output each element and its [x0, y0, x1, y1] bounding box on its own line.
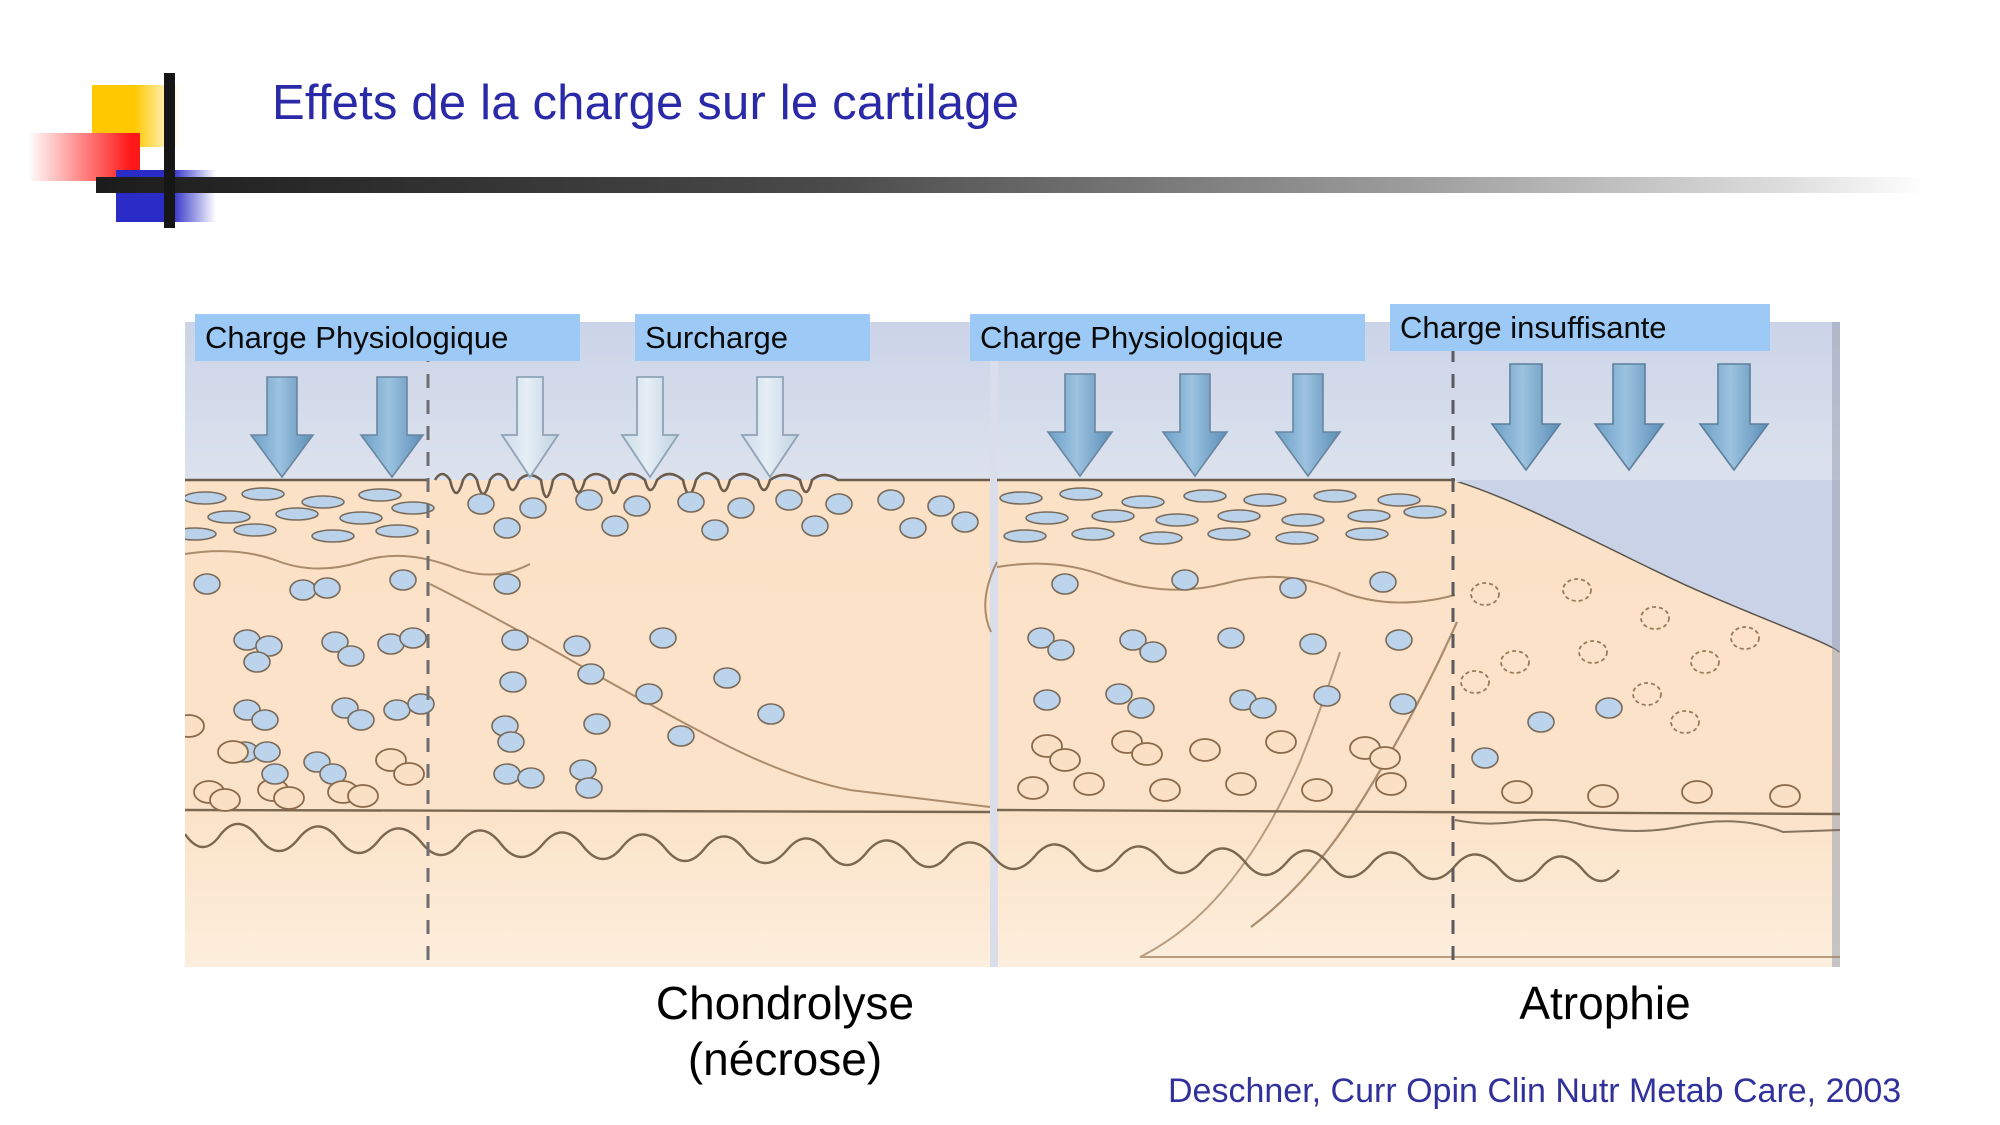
panel-label-charge-insuffisante: Charge insuffisante [1390, 304, 1770, 351]
cartilage-histology-illustration [185, 322, 1840, 967]
panel-label-surcharge: Surcharge [635, 314, 870, 361]
caption-chondrolyse: Chondrolyse (nécrose) [545, 975, 1025, 1087]
logo-horizontal-bar [96, 177, 1926, 193]
title-bar: Effets de la charge sur le cartilage [0, 0, 2000, 240]
page-title: Effets de la charge sur le cartilage [272, 76, 1020, 130]
caption-chondrolyse-line1: Chondrolyse [655, 977, 915, 1029]
panel-label-charge-physiologique-1: Charge Physiologique [195, 314, 580, 361]
citation-text: Deschner, Curr Opin Clin Nutr Metab Care… [1168, 1072, 1902, 1110]
panel-label-charge-physiologique-2: Charge Physiologique [970, 314, 1365, 361]
caption-chondrolyse-line2: (nécrose) [687, 1033, 883, 1086]
logo-vertical-bar [164, 73, 175, 228]
cartilage-load-figure: Charge Physiologique Surcharge Charge Ph… [185, 304, 1840, 967]
caption-atrophie: Atrophie [1519, 977, 1691, 1029]
